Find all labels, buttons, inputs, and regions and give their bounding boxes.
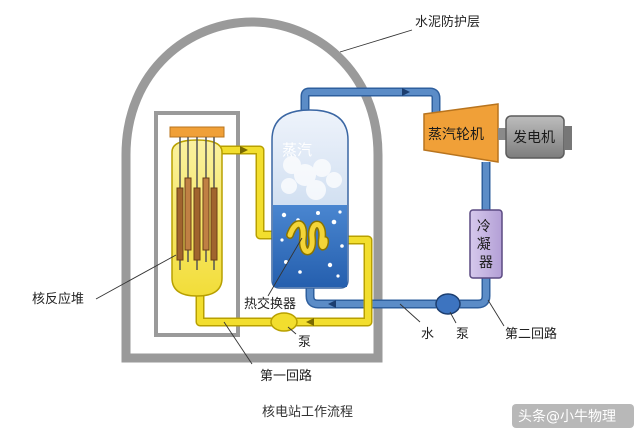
control-rods (176, 137, 218, 270)
label-generator: 发电机 (513, 130, 555, 146)
label-condenser: 冷 凝 器 (477, 219, 495, 271)
label-condenser-char-1: 冷 (477, 219, 491, 235)
label-primary-pump: 泵 (298, 335, 311, 350)
secondary-loop-pipes (300, 87, 491, 309)
label-water: 水 (421, 327, 434, 342)
label-reactor: 核反应堆 (32, 291, 84, 307)
label-concrete-shield: 水泥防护层 (415, 14, 480, 30)
diagram-caption: 核电站工作流程 (262, 405, 353, 420)
primary-pump (270, 312, 298, 332)
label-secondary-pump: 泵 (456, 327, 469, 342)
label-condenser-char-3: 器 (479, 255, 493, 271)
label-primary-loop: 第一回路 (260, 368, 312, 384)
generator (505, 115, 572, 159)
label-condenser-char-2: 凝 (477, 237, 491, 253)
watermark: 头条@小牛物理 (512, 404, 634, 428)
steam-turbine (423, 103, 506, 163)
steam-generator (271, 109, 349, 289)
label-steam: 蒸汽 (282, 141, 312, 159)
bubbles (280, 210, 344, 278)
label-turbine: 蒸汽轮机 (428, 127, 484, 143)
leader-lines (95, 29, 505, 365)
reactor-containment-box (154, 111, 240, 337)
watermark-text: 头条@小牛物理 (518, 408, 616, 425)
label-heat-exchanger: 热交换器 (244, 296, 296, 312)
steam-clouds (281, 156, 342, 200)
condenser (469, 209, 503, 279)
reactor-vessel (169, 126, 225, 297)
label-secondary-loop: 第二回路 (505, 326, 557, 342)
secondary-pump (435, 293, 461, 315)
heat-exchanger-coil (286, 220, 330, 256)
